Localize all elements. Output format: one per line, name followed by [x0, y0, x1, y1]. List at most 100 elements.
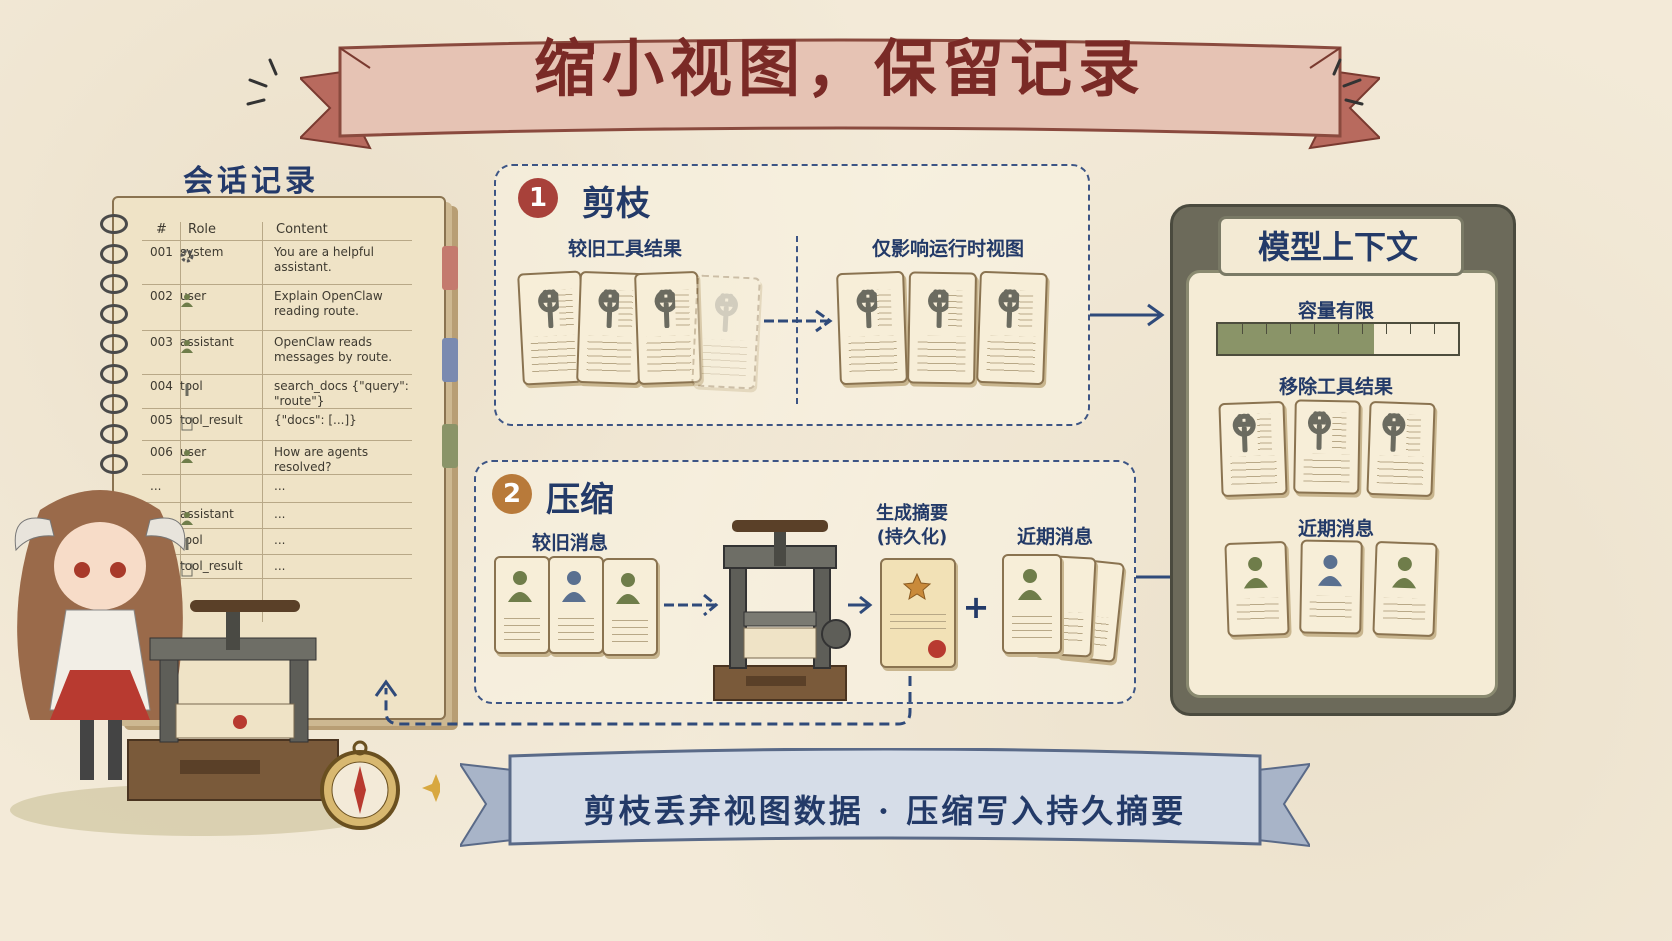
row-role-text: assistant [180, 507, 234, 521]
row-role: user [180, 445, 206, 463]
row-content: You are a helpful assistant. [274, 245, 374, 274]
table-row: assistant... [142, 502, 412, 529]
row-role: tool_result [180, 413, 243, 431]
wrench-icon [654, 289, 678, 329]
table-row: 004 tool search_docs {"query": "route"} [142, 374, 412, 409]
tool-result-card [976, 270, 1048, 386]
row-role-text: tool_result [180, 559, 243, 573]
removed-tool-label: 移除工具结果 [1278, 376, 1393, 398]
wrench-icon [538, 289, 562, 329]
person-icon [1243, 557, 1268, 589]
wrench-icon [856, 289, 880, 329]
row-content: ... [274, 559, 286, 573]
sparkle-right-icon [1332, 58, 1364, 106]
notebook-ring [100, 244, 128, 264]
notebook-ring [100, 214, 128, 234]
person-icon [1392, 556, 1417, 589]
row-number: 005 [150, 413, 173, 427]
plus-sign: + [962, 588, 990, 626]
title-banner [300, 38, 1380, 150]
person-icon [1018, 569, 1042, 600]
row-role: tool [180, 379, 203, 396]
table-row: 001 system You are a helpful assistant. [142, 240, 412, 285]
document-icon [180, 417, 194, 435]
row-number: 001 [150, 245, 173, 259]
step1-badge: 1 [518, 178, 558, 218]
step2-old-label: 较旧消息 [531, 532, 608, 554]
capacity-label: 容量有限 [1297, 300, 1374, 322]
row-role: assistant [180, 335, 234, 353]
row-role-text: tool_result [180, 413, 243, 427]
row-role: tool [180, 533, 203, 550]
context-tool-card [1293, 399, 1361, 495]
message-card [494, 556, 550, 654]
row-role-text: system [180, 245, 224, 259]
person-icon [180, 449, 194, 467]
transcript-title: 会话记录 [183, 164, 319, 199]
person-icon [1318, 554, 1343, 587]
wrench-icon [998, 289, 1022, 329]
column-divider [262, 222, 263, 622]
context-message-card [1372, 540, 1438, 638]
context-message-card [1299, 539, 1363, 635]
notebook-ring [100, 304, 128, 324]
message-card [548, 556, 604, 654]
notebook-ring [100, 334, 128, 354]
press-icon [713, 520, 851, 701]
footer-text: 剪枝丢弃视图数据 · 压缩写入持久摘要 [583, 792, 1187, 830]
person-icon [180, 511, 194, 529]
row-content: ... [274, 507, 286, 521]
row-content: ... [274, 533, 286, 547]
context-tool-card [1218, 400, 1288, 498]
notebook-ring [100, 454, 128, 474]
model-context-title: 模型上下文 [1257, 228, 1418, 266]
tool-result-card [836, 270, 908, 386]
footer-banner [460, 748, 1310, 848]
wrench-icon [1307, 411, 1331, 451]
row-content: Explain OpenClaw reading route. [274, 289, 383, 318]
page-title: 缩小视图，保留记录 [533, 32, 1146, 105]
model-context-title-plate [1218, 216, 1464, 276]
header-content: Content [276, 222, 328, 237]
notebook-ring [100, 364, 128, 384]
message-card [602, 558, 658, 656]
row-content: {"docs": [...]} [274, 413, 357, 427]
context-tool-card [1366, 400, 1436, 498]
tool-result-card [517, 270, 587, 386]
step2-badge: 2 [492, 474, 532, 514]
context-message-card [1224, 540, 1290, 638]
context-recent-label: 近期消息 [1297, 518, 1374, 540]
step1-left-label: 较旧工具结果 [567, 238, 682, 260]
column-divider [180, 222, 181, 622]
arrow-icon [764, 309, 833, 333]
wrench-icon [928, 289, 951, 329]
wrench-icon [180, 383, 194, 401]
row-number: ... [150, 479, 162, 493]
tool-result-card [634, 270, 702, 386]
header-role: Role [188, 222, 217, 237]
notebook-tab-red [442, 246, 458, 290]
row-number: 006 [150, 445, 173, 459]
capacity-fill [1218, 324, 1374, 354]
row-role-text: assistant [180, 335, 234, 349]
row-number: 004 [150, 379, 173, 393]
notebook-ring [100, 274, 128, 294]
table-row: tool... [142, 528, 412, 555]
arrow-icon [848, 595, 873, 615]
wax-seal-icon [928, 640, 946, 658]
star-icon [902, 572, 932, 601]
tool-result-card [576, 270, 644, 386]
step2-title: 压缩 [546, 480, 614, 520]
row-role: tool_result [180, 559, 243, 577]
arrow-to-context-icon [1090, 303, 1165, 327]
row-role: system [180, 245, 224, 263]
row-number: 003 [150, 335, 173, 349]
notebook-ring [100, 394, 128, 414]
step1-right-label: 仅影响运行时视图 [871, 238, 1024, 260]
sparkle-left-icon [246, 58, 278, 106]
row-content: search_docs {"query": "route"} [274, 379, 409, 408]
row-content: How are agents resolved? [274, 445, 369, 474]
person-icon [616, 573, 640, 604]
wrench-icon [180, 537, 194, 555]
